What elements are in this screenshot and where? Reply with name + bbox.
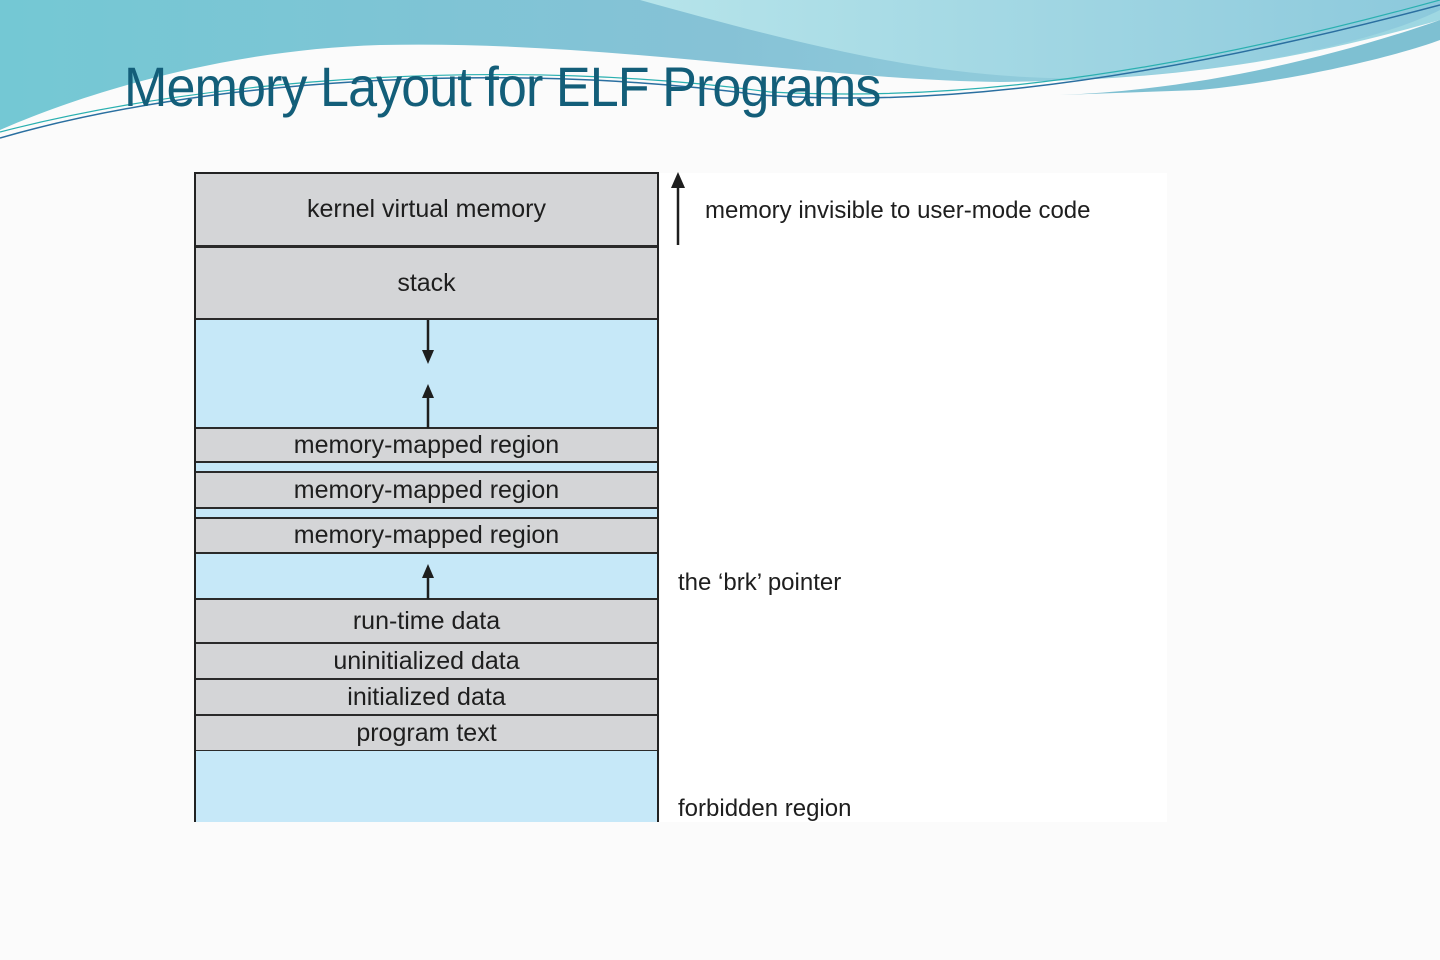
segment-label: program text: [356, 718, 497, 747]
segment-label: run-time data: [352, 606, 501, 635]
segment-label: memory-mapped region: [293, 430, 560, 459]
segment-label: uninitialized data: [333, 646, 520, 675]
segment-run-time-data: run-time data: [196, 598, 657, 644]
annotation-brk-pointer: the ‘brk’ pointer: [678, 569, 842, 596]
segment-label: stack: [397, 268, 456, 297]
segment-gap-2: [196, 509, 657, 518]
segment-label: initialized data: [347, 682, 506, 711]
mmap-up-arrow-icon: [422, 384, 434, 428]
segment-free-gap-stack-heap: [196, 320, 657, 428]
segment-gap-1: [196, 463, 657, 472]
annotation-panel: [660, 173, 1167, 822]
kernel-up-arrow-icon: [671, 172, 685, 245]
segment-memory-mapped-region-1: memory-mapped region: [196, 427, 657, 463]
annotation-kernel: memory invisible to user-mode code: [705, 197, 1091, 224]
segment-stack: stack: [196, 246, 657, 320]
segment-forbidden-region: [196, 751, 657, 822]
annotation-forbidden-region: forbidden region: [678, 795, 852, 822]
segment-memory-mapped-region-2: memory-mapped region: [196, 471, 657, 509]
stack-down-arrow-icon: [422, 320, 434, 364]
segment-initialized-data: initialized data: [196, 678, 657, 716]
segment-uninitialized-data: uninitialized data: [196, 642, 657, 680]
heap-up-arrow-icon: [422, 564, 434, 599]
segment-label: kernel virtual memory: [307, 195, 546, 223]
segment-kernel-virtual-memory: kernel virtual memory: [196, 174, 657, 247]
memory-layout-diagram: kernel virtual memory stack memory-mappe…: [194, 172, 659, 822]
slide-title: Memory Layout for ELF Programs: [124, 55, 881, 118]
segment-label: memory-mapped region: [293, 521, 560, 549]
segment-label: memory-mapped region: [293, 475, 560, 504]
segment-memory-mapped-region-3: memory-mapped region: [196, 517, 657, 554]
segment-program-text: program text: [196, 714, 657, 752]
